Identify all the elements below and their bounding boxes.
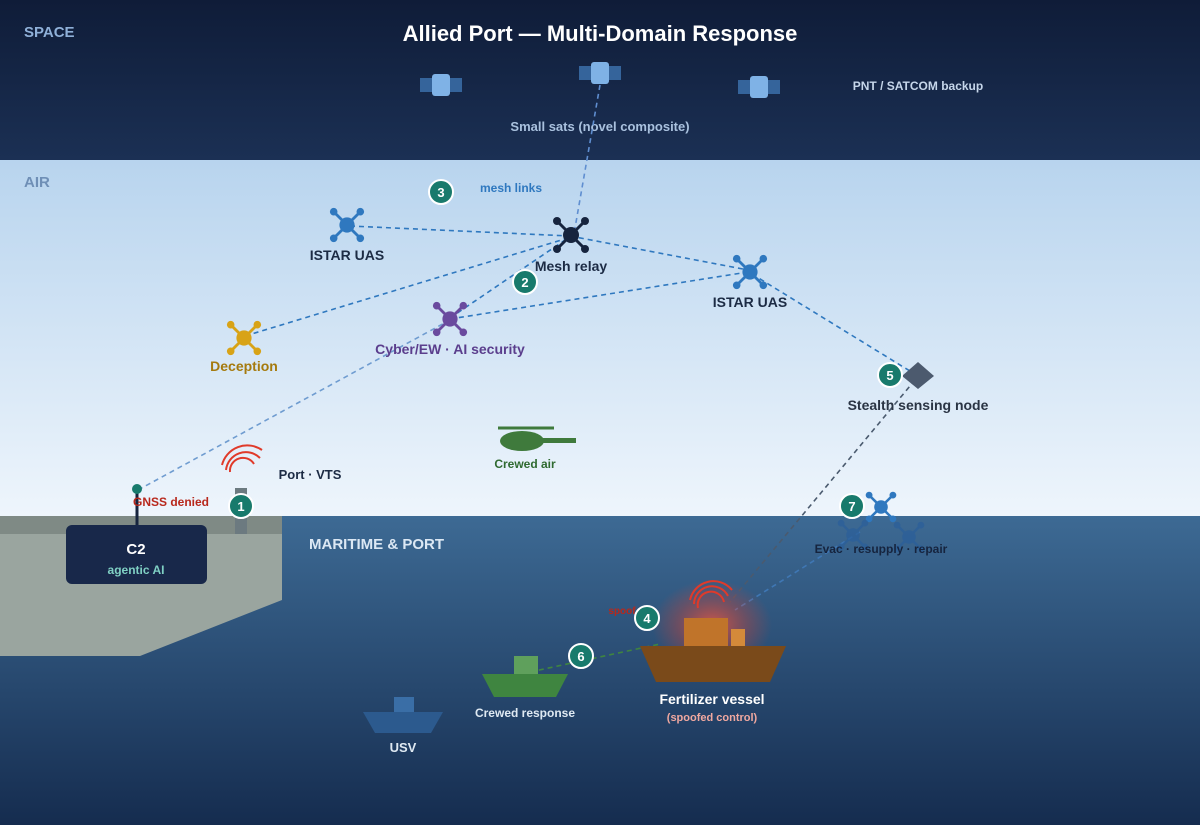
step-number: 3 (437, 185, 444, 200)
c2-title: C2 (126, 541, 145, 558)
step-number: 5 (886, 368, 893, 383)
link-lines (137, 84, 919, 673)
step-badges: 1 2 3 4 5 6 7 (228, 179, 903, 669)
vessel-sub-label: (spoofed control) (667, 712, 758, 724)
crewed-response-cabin (514, 656, 538, 674)
gnss-denied-label: GNSS denied (133, 495, 209, 509)
vessel-spoof-signal-icon (689, 580, 733, 609)
vessel-bridge (731, 629, 745, 647)
vessel-label: Fertilizer vessel (659, 691, 764, 707)
air-domain-label: AIR (24, 174, 50, 191)
maritime-domain-label: MARITIME & PORT (309, 536, 444, 553)
stealth-node-icon (902, 362, 934, 389)
port-vts-label: Port · VTS (279, 467, 342, 482)
mesh-relay-label: Mesh relay (535, 258, 608, 274)
step-number: 2 (521, 275, 528, 290)
step-badge (839, 493, 865, 519)
step-number: 6 (577, 649, 584, 664)
usv-label: USV (390, 740, 417, 755)
vessel-cargo (684, 618, 728, 647)
diagram-title: Allied Port — Multi-Domain Response (403, 21, 798, 46)
evac-label: Evac · resupply · repair (815, 542, 948, 556)
step-badge (634, 605, 660, 631)
step-badge (568, 643, 594, 669)
c2-box (66, 525, 207, 584)
step-badge (228, 493, 254, 519)
step-number: 7 (848, 499, 855, 514)
vessel-hull (640, 646, 786, 682)
spoof-label: spoof (608, 606, 636, 617)
step-badge (512, 269, 538, 295)
jamming-signal-icon (221, 444, 263, 473)
cyber-ew-label: Cyber/EW · AI security (375, 341, 525, 357)
c2-antenna-tip (132, 484, 142, 494)
small-sats-label: Small sats (novel composite) (510, 119, 689, 134)
crewed-response-hull (482, 674, 568, 697)
space-domain-label: SPACE (24, 24, 75, 41)
step-number: 1 (237, 499, 244, 514)
istar-uas-right-label: ISTAR UAS (713, 294, 787, 310)
step-badge (877, 362, 903, 388)
c2-subtitle: agentic AI (108, 563, 165, 577)
crewed-air-label: Crewed air (494, 457, 556, 471)
pnt-label: PNT / SATCOM backup (853, 79, 983, 93)
usv-cabin (394, 697, 414, 712)
mesh-links-label: mesh links (480, 181, 542, 195)
usv-hull (363, 712, 443, 733)
air-band (0, 160, 1200, 516)
stealth-node-label: Stealth sensing node (848, 397, 989, 413)
deception-label: Deception (210, 358, 278, 374)
istar-uas-left-label: ISTAR UAS (310, 247, 384, 263)
crewed-response-label: Crewed response (475, 706, 575, 720)
step-badge (428, 179, 454, 205)
step-number: 4 (643, 611, 651, 626)
helicopter-icon (498, 426, 576, 451)
